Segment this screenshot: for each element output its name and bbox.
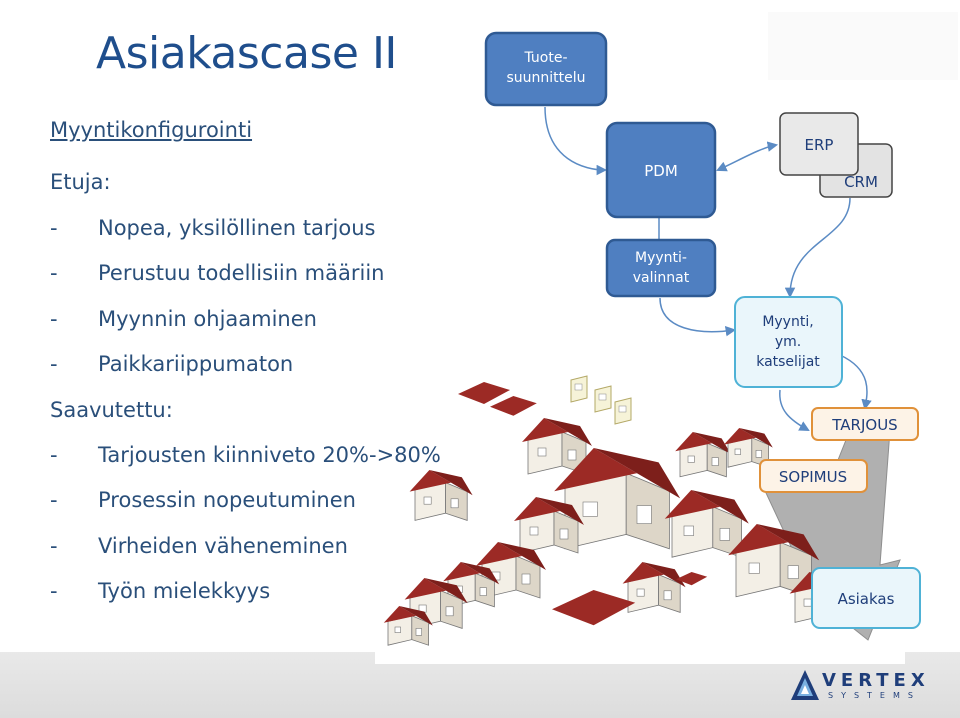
connector-product-pdm — [544, 106, 608, 176]
house-icon — [675, 432, 732, 478]
wall-panel-icon — [594, 385, 612, 413]
benefit-item: - Myynnin ohjaaminen — [50, 307, 317, 331]
erp-label: ERP — [805, 136, 834, 154]
bullet-dash: - — [50, 261, 58, 285]
subtitle: Myyntikonfigurointi — [50, 118, 253, 142]
bullet-dash: - — [50, 488, 58, 512]
product-design-label: suunnittelu — [506, 70, 585, 86]
benefit-item: - Nopea, yksilöllinen tarjous — [50, 216, 375, 240]
sales-options-label: Myynti- — [635, 250, 687, 266]
product-design-node[interactable]: Tuote- suunnittelu — [484, 31, 608, 107]
roof-icon — [552, 590, 636, 626]
top-right-panel — [768, 12, 958, 80]
contract-label: SOPIMUS — [779, 468, 847, 486]
viewers-label: ym. — [775, 334, 801, 350]
benefits-label: Etuja: — [50, 170, 111, 194]
connector-crm-viewers — [784, 197, 851, 299]
benefit-text: Nopea, yksilöllinen tarjous — [98, 216, 376, 240]
bullet-dash: - — [50, 443, 58, 467]
achieved-text: Prosessin nopeutuminen — [98, 488, 356, 512]
benefit-item: - Paikkariippumaton — [50, 352, 293, 376]
connector-options-viewers — [659, 297, 737, 337]
roof-icon — [490, 396, 537, 416]
connector-viewers-offer — [839, 354, 872, 411]
sales-options-node[interactable]: Myynti- valinnat — [605, 238, 717, 298]
bullet-dash: - — [50, 216, 58, 240]
achieved-item: - Tarjousten kiinniveto 20%->80% — [50, 443, 441, 467]
house-icon — [409, 470, 473, 521]
vertex-logo: VERTEX SYSTEMS — [790, 666, 930, 706]
benefit-text: Perustuu todellisiin määriin — [98, 261, 385, 285]
viewers-label: Myynti, — [762, 314, 813, 330]
roof-icon — [458, 382, 510, 404]
house-icon — [522, 418, 592, 475]
achieved-text: Virheiden väheneminen — [98, 534, 348, 558]
benefit-text: Myynnin ohjaaminen — [98, 307, 317, 331]
vertex-logo-mark-icon — [791, 670, 819, 700]
house-icon — [383, 606, 433, 646]
offer-label: TARJOUS — [831, 416, 897, 434]
house-icon — [514, 497, 584, 554]
erp-node[interactable]: ERP — [779, 112, 859, 176]
house-icon — [664, 490, 749, 558]
wall-panel-icon — [570, 375, 588, 403]
achieved-text: Työn mielekkyys — [98, 579, 271, 603]
viewers-label: katselijat — [756, 354, 820, 370]
bullet-dash: - — [50, 352, 58, 376]
house-icon — [622, 562, 686, 613]
achieved-text: Tarjousten kiinniveto 20%->80% — [98, 443, 441, 467]
logo-tagline: SYSTEMS — [828, 691, 921, 700]
achieved-item: - Virheiden väheneminen — [50, 534, 348, 558]
pdm-node[interactable]: PDM — [605, 121, 717, 219]
connector-pdm-erp — [716, 141, 779, 172]
pdm-label: PDM — [644, 162, 678, 180]
house-illustrations — [383, 375, 853, 646]
house-icon — [476, 542, 546, 599]
connector-viewers-houses — [779, 389, 810, 432]
logo-name: VERTEX — [822, 670, 930, 691]
customer-node[interactable]: Asiakas — [811, 567, 921, 629]
achieved-item: - Työn mielekkyys — [50, 579, 270, 603]
benefit-text: Paikkariippumaton — [98, 352, 294, 376]
offer-node[interactable]: TARJOUS — [811, 407, 919, 441]
bullet-dash: - — [50, 534, 58, 558]
product-design-label: Tuote- — [523, 50, 567, 66]
footer-strip — [375, 652, 905, 664]
achieved-item: - Prosessin nopeutuminen — [50, 488, 356, 512]
customer-label: Asiakas — [838, 590, 895, 608]
bullet-dash: - — [50, 579, 58, 603]
bullet-dash: - — [50, 307, 58, 331]
viewers-node[interactable]: Myynti, ym. katselijat — [734, 296, 843, 388]
crm-label: CRM — [844, 173, 878, 191]
roof-icon — [676, 572, 708, 586]
page-title: Asiakascase II — [96, 28, 397, 79]
house-icon — [554, 448, 681, 550]
wall-panel-icon — [614, 397, 632, 425]
achieved-label: Saavutettu: — [50, 398, 173, 422]
sales-options-label: valinnat — [633, 270, 690, 286]
benefit-item: - Perustuu todellisiin määriin — [50, 261, 384, 285]
contract-node[interactable]: SOPIMUS — [759, 459, 868, 493]
